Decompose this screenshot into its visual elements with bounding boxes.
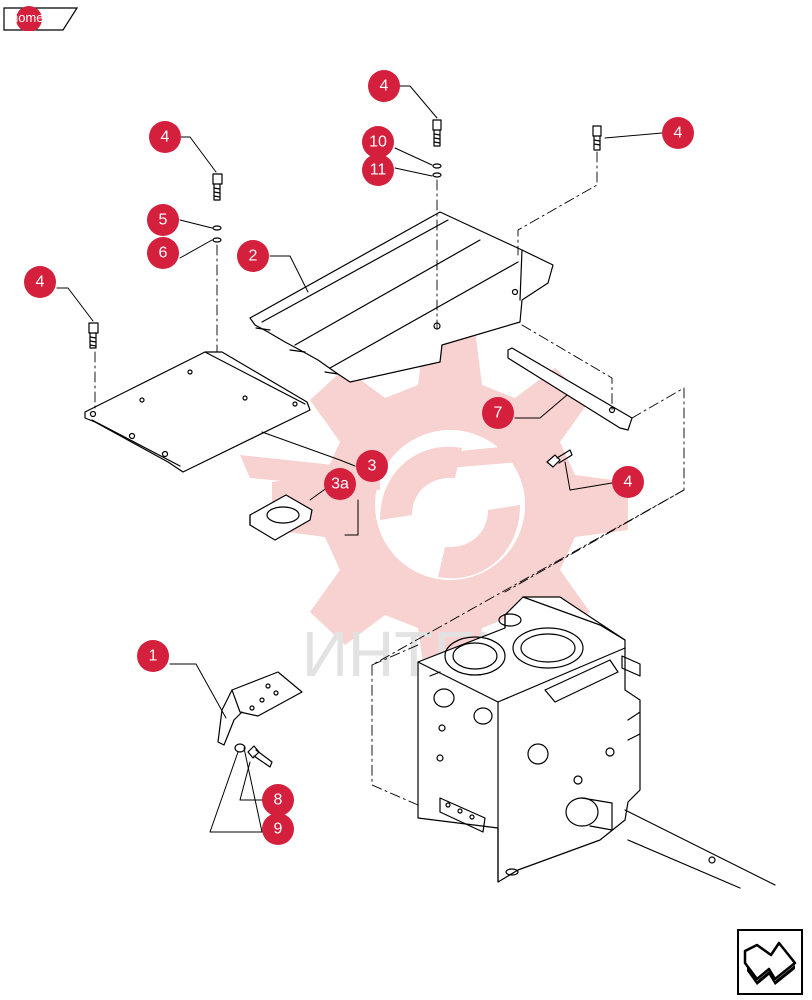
leader-lines <box>56 85 663 833</box>
bolt-part-4-left <box>88 322 99 349</box>
svg-text:8: 8 <box>274 792 283 809</box>
callout-4-right-upper: 4 <box>662 117 694 149</box>
home-button[interactable]: home <box>3 5 79 31</box>
washers-10-11 <box>432 163 442 178</box>
callout-4-bracket: 4 <box>612 466 644 498</box>
plate-part-2 <box>249 211 554 383</box>
bolt-part-4-top <box>432 119 442 147</box>
callout-2: 2 <box>237 240 269 272</box>
assembly-centerlines <box>94 151 685 806</box>
svg-text:5: 5 <box>159 212 168 229</box>
bolt-part-4-right-upper <box>592 125 602 151</box>
callout-4-left-upper: 4 <box>149 121 181 153</box>
svg-text:3: 3 <box>368 458 377 475</box>
callout-5: 5 <box>147 204 179 236</box>
svg-text:6: 6 <box>159 245 168 262</box>
callout-8: 8 <box>262 784 294 816</box>
valve-block <box>417 596 776 889</box>
callout-4-left: 4 <box>24 266 56 298</box>
washer-part-9 <box>234 743 246 753</box>
svg-text:4: 4 <box>674 125 683 142</box>
svg-text:4: 4 <box>624 474 633 491</box>
svg-text:4: 4 <box>36 274 45 291</box>
bolt-part-8 <box>247 745 273 768</box>
svg-text:2: 2 <box>249 248 258 265</box>
callout-6: 6 <box>147 237 179 269</box>
svg-text:11: 11 <box>370 162 387 179</box>
svg-text:9: 9 <box>274 821 283 838</box>
svg-text:10: 10 <box>369 134 387 151</box>
callout-7: 7 <box>482 397 514 429</box>
callout-3a: 3a <box>324 468 356 500</box>
watermark-gear-icon <box>240 330 628 678</box>
callout-1: 1 <box>137 640 169 672</box>
svg-text:4: 4 <box>380 78 389 95</box>
plate-part-3 <box>84 351 311 473</box>
washers-5-6 <box>212 225 222 243</box>
callout-11: 11 <box>362 154 394 186</box>
svg-text:3a: 3a <box>331 476 349 493</box>
grommet-part-3a <box>249 494 313 541</box>
bolt-part-4-bracket <box>546 449 573 468</box>
callout-9: 9 <box>262 813 294 845</box>
home-label: home <box>11 10 44 25</box>
callout-4-top: 4 <box>368 70 400 102</box>
callout-3: 3 <box>356 450 388 482</box>
next-page-button[interactable] <box>737 929 803 995</box>
bolt-part-4-left-upper <box>212 173 223 201</box>
svg-text:1: 1 <box>149 648 158 665</box>
svg-text:7: 7 <box>494 405 503 422</box>
home-tab-shape <box>3 6 79 31</box>
next-page-arrow-icon <box>737 929 803 995</box>
bracket-part-1 <box>217 671 303 746</box>
callout-badges: 4 4 4 10 11 5 6 2 <box>24 70 694 845</box>
svg-text:4: 4 <box>161 129 170 146</box>
callout-10: 10 <box>362 126 394 158</box>
